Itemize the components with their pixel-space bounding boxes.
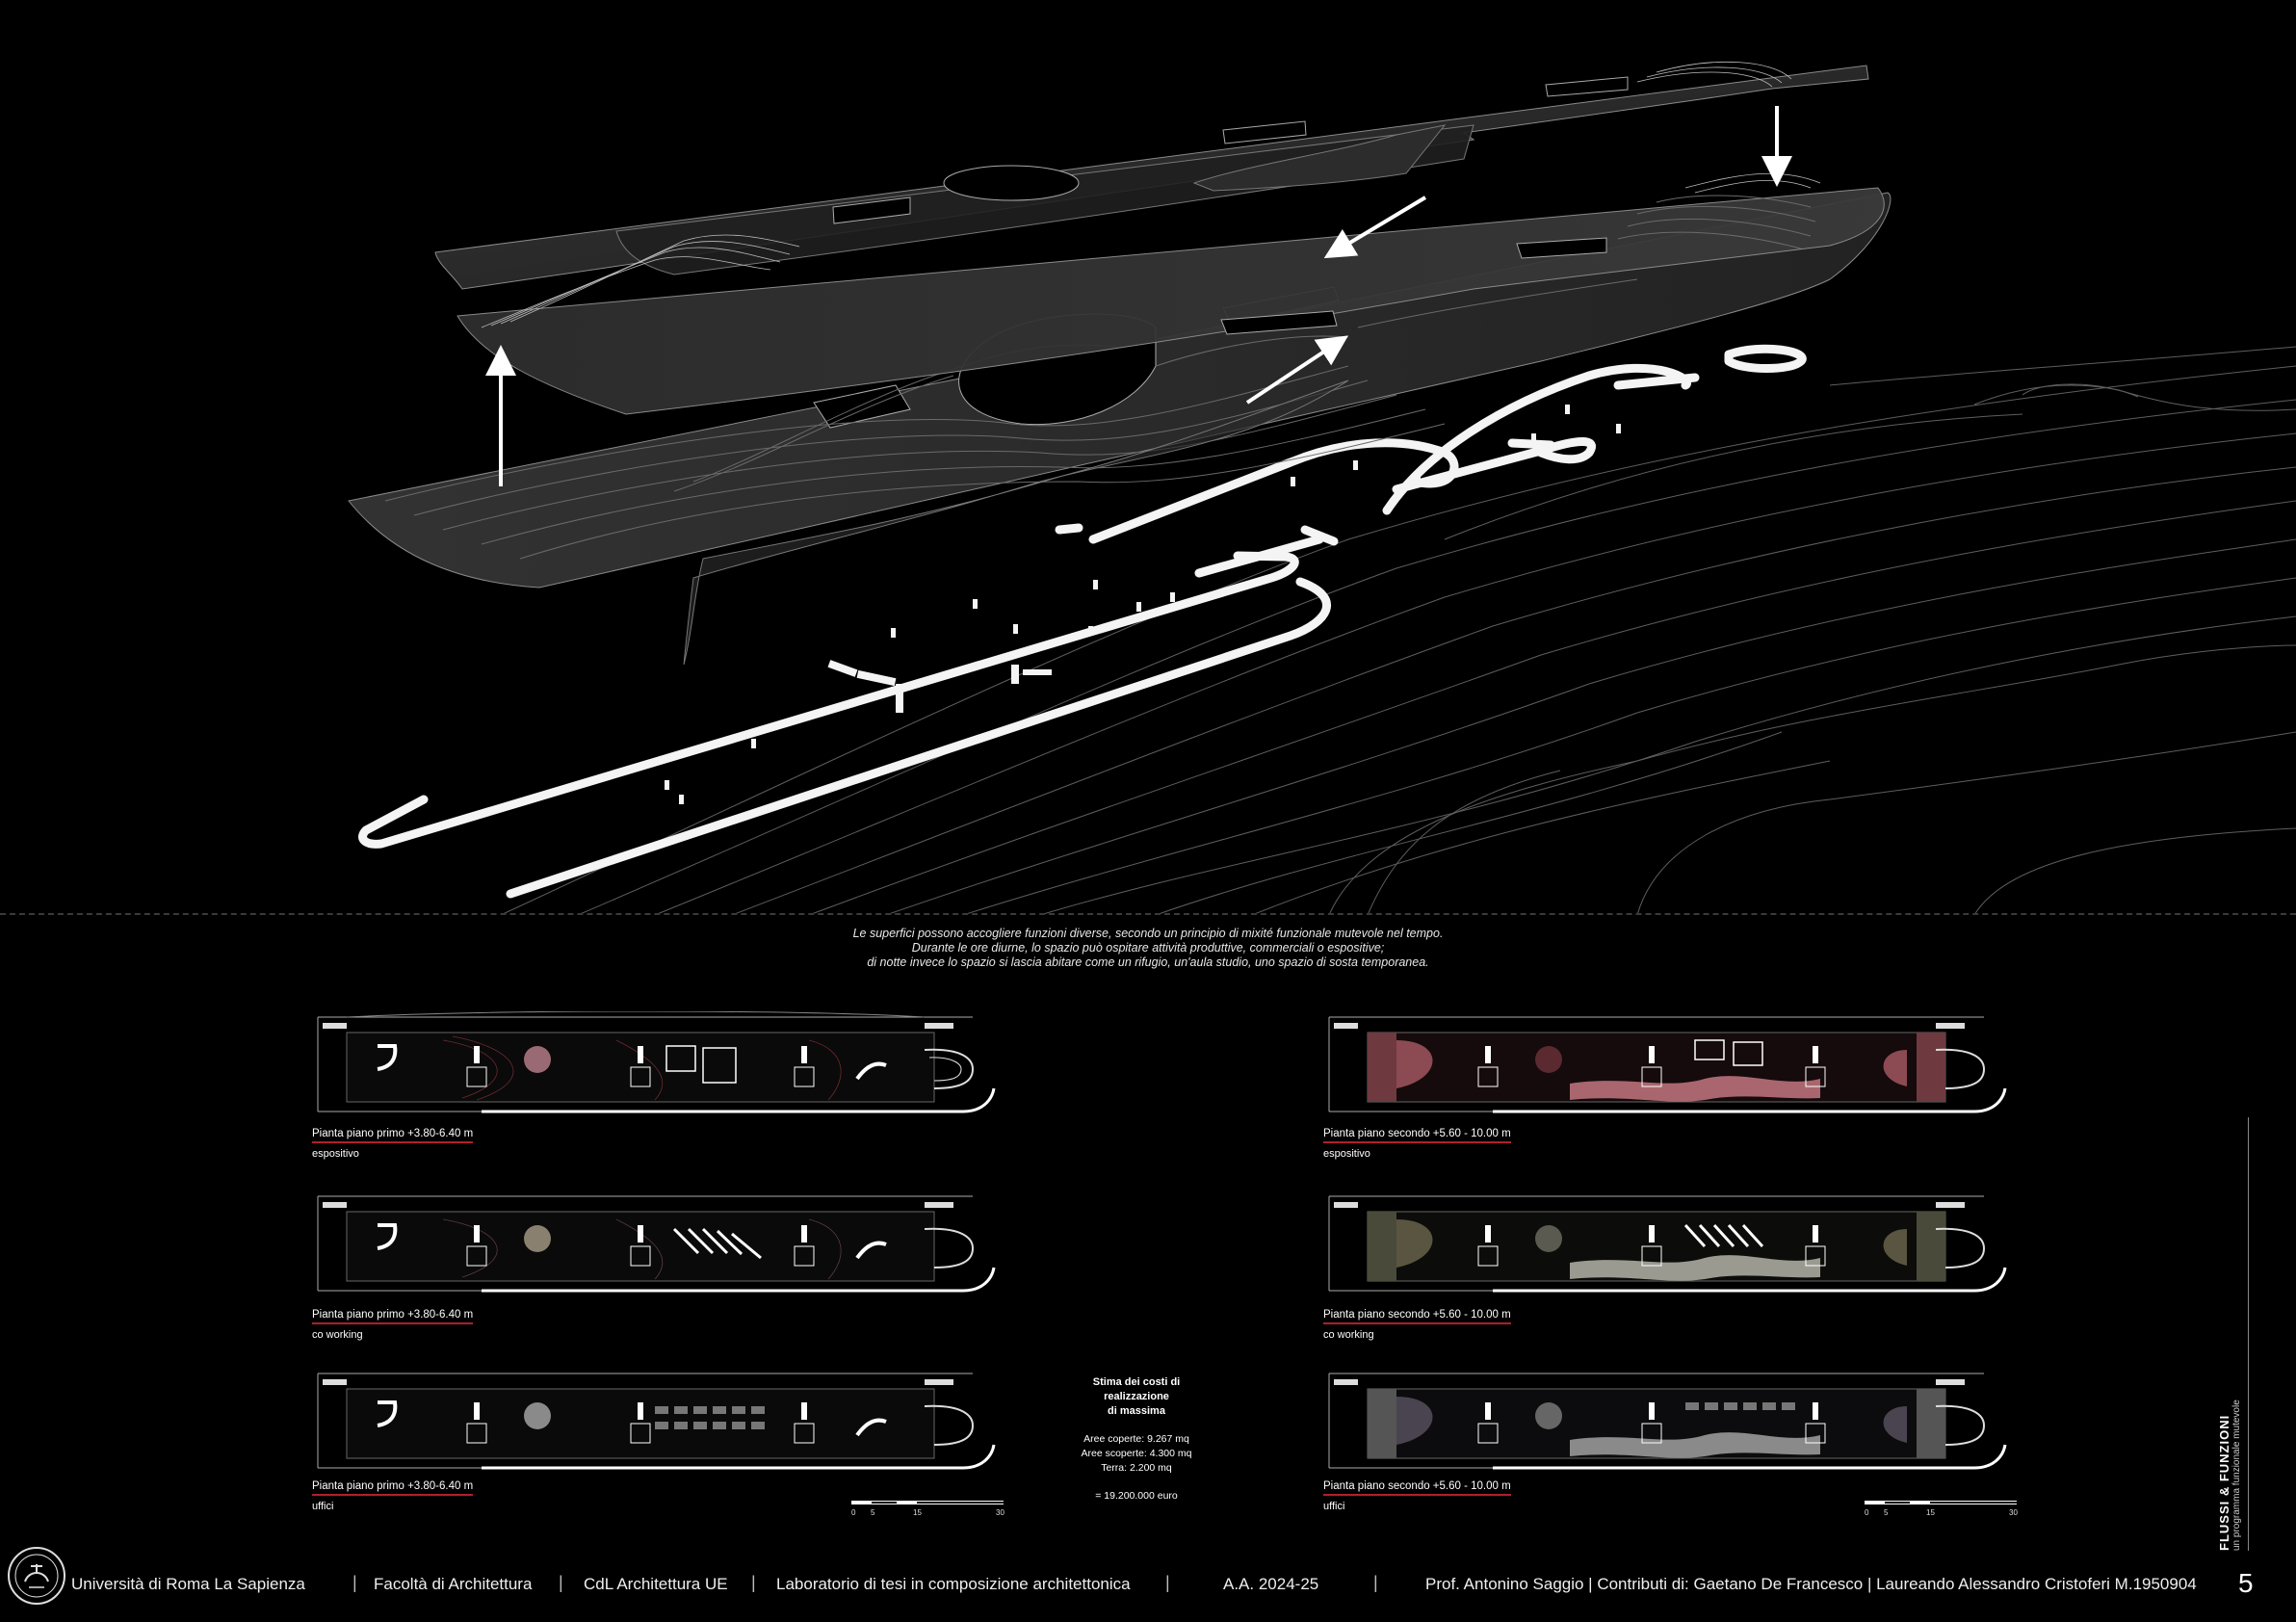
ground-area: Terra: 2.200 mq [1101, 1462, 1172, 1474]
plan-title: Pianta piano secondo +5.60 - 10.00 m [1323, 1127, 1511, 1143]
cost-estimate: Stima dei costi di realizzazione di mass… [1059, 1375, 1213, 1504]
caption-plan-1-3: Pianta piano primo +3.80-6.40 m uffici [312, 1479, 474, 1513]
footer-separator: | [751, 1573, 756, 1592]
plan-second-floor-coworking [1328, 1195, 2007, 1293]
caption-plan-1-2: Pianta piano primo +3.80-6.40 m co worki… [312, 1308, 474, 1342]
scale-label: 15 [913, 1508, 922, 1517]
uncovered-area: Aree scoperte: 4.300 mq [1081, 1448, 1192, 1459]
intro-text: Le superfici possono accogliere funzioni… [626, 927, 1670, 970]
intro-line-2: Durante le ore diurne, lo spazio può osp… [911, 941, 1385, 955]
side-title-text: FLUSSI & FUNZIONI un programma funzional… [2217, 1400, 2242, 1551]
scale-label: 0 [851, 1508, 856, 1517]
board-subtitle: un programma funzionale mutevole [2231, 1400, 2242, 1551]
ground-paths [358, 344, 1807, 899]
total-cost: = 19.200.000 euro [1095, 1490, 1178, 1502]
footer-separator: | [1165, 1573, 1170, 1592]
caption-plan-1-1: Pianta piano primo +3.80-6.40 m espositi… [312, 1127, 474, 1161]
scale-bar-left: 0 5 15 30 [851, 1501, 1004, 1524]
scale-label: 0 [1865, 1508, 1869, 1517]
scale-label: 15 [1926, 1508, 1935, 1517]
plan-function: co working [312, 1329, 363, 1341]
plan-second-floor-espositivo [1328, 1016, 2007, 1113]
footer-bar: Università di Roma La Sapienza | Facoltà… [0, 1560, 2296, 1622]
footer-university: Università di Roma La Sapienza [71, 1575, 305, 1593]
middle-slab [457, 187, 1885, 415]
caption-plan-2-3: Pianta piano secondo +5.60 - 10.00 m uff… [1323, 1479, 1511, 1513]
ground-pillars [665, 405, 1621, 804]
plan-function: espositivo [1323, 1148, 1370, 1160]
side-title: FLUSSI & FUNZIONI un programma funzional… [2217, 1117, 2249, 1551]
top-slab [434, 61, 1869, 328]
caption-plan-2-1: Pianta piano secondo +5.60 - 10.00 m esp… [1323, 1127, 1511, 1161]
footer-separator: | [1373, 1573, 1378, 1592]
footer-lab: Laboratorio di tesi in composizione arch… [776, 1575, 1131, 1593]
plan-first-floor-espositivo [317, 1011, 996, 1113]
explode-arrows [485, 106, 1792, 486]
intro-line-1: Le superfici possono accogliere funzioni… [852, 927, 1444, 940]
plan-first-floor-uffici [317, 1373, 996, 1470]
plan-first-floor-coworking [317, 1195, 996, 1293]
plan-title: Pianta piano primo +3.80-6.40 m [312, 1127, 474, 1143]
footer-faculty: Facoltà di Architettura [374, 1575, 533, 1593]
scale-bar-right: 0 5 15 30 [1865, 1501, 2018, 1524]
footer-course: CdL Architettura UE [584, 1575, 728, 1593]
page-number: 5 [2238, 1568, 2254, 1598]
plan-title: Pianta piano primo +3.80-6.40 m [312, 1308, 474, 1324]
scale-label: 30 [996, 1508, 1004, 1517]
side-rule [2248, 1117, 2249, 1551]
exploded-axonometric-drawing [348, 61, 2296, 915]
scale-label: 30 [2009, 1508, 2018, 1517]
intro-line-3: di notte invece lo spazio si lascia abit… [867, 955, 1429, 969]
caption-plan-2-2: Pianta piano secondo +5.60 - 10.00 m co … [1323, 1308, 1511, 1342]
footer-credits: Prof. Antonino Saggio | Contributi di: G… [1425, 1575, 2197, 1593]
plan-function: uffici [1323, 1501, 1345, 1512]
scale-label: 5 [1884, 1508, 1889, 1517]
plan-function: uffici [312, 1501, 334, 1512]
footer-separator: | [559, 1573, 563, 1592]
plan-title: Pianta piano secondo +5.60 - 10.00 m [1323, 1308, 1511, 1324]
plan-function: co working [1323, 1329, 1374, 1341]
plan-title: Pianta piano primo +3.80-6.40 m [312, 1479, 474, 1496]
cost-heading-2: di massima [1108, 1405, 1165, 1417]
scale-label: 5 [871, 1508, 875, 1517]
plan-function: espositivo [312, 1148, 359, 1160]
section-divider [0, 913, 2296, 915]
sapienza-logo-icon [8, 1547, 65, 1605]
terrain-contours [500, 346, 2296, 915]
board-title: FLUSSI & FUNZIONI [2217, 1414, 2231, 1551]
cost-heading-1: Stima dei costi di realizzazione [1092, 1376, 1181, 1402]
covered-area: Aree coperte: 9.267 mq [1083, 1433, 1189, 1445]
plan-second-floor-uffici [1328, 1373, 2007, 1470]
plan-title: Pianta piano secondo +5.60 - 10.00 m [1323, 1479, 1511, 1496]
footer-separator: | [352, 1573, 357, 1592]
footer-year: A.A. 2024-25 [1223, 1575, 1319, 1593]
